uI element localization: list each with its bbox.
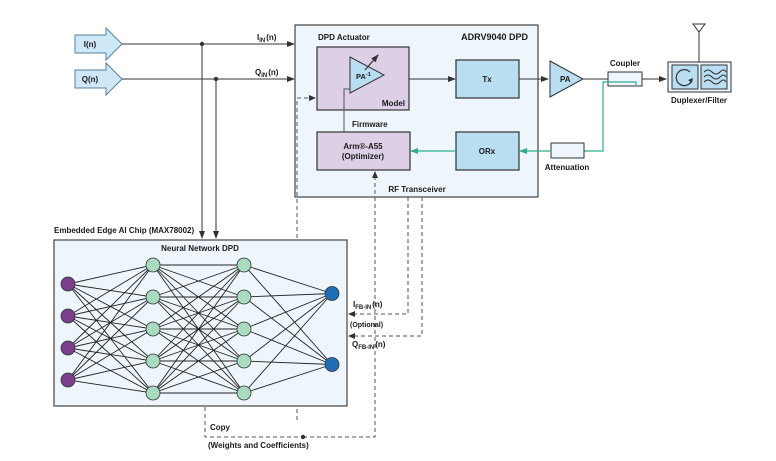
qfb-arrowhead — [348, 333, 355, 339]
nn-edge — [243, 293, 333, 394]
nn-node-hidden2 — [236, 257, 252, 273]
nn-edge — [243, 293, 333, 330]
nn-edge — [243, 264, 333, 294]
copy-junction-dot — [300, 434, 306, 440]
dpd-actuator-label: DPD Actuator — [318, 33, 370, 42]
antenna-icon — [692, 23, 706, 33]
coupler-label: Coupler — [610, 59, 640, 68]
nn-node-hidden2 — [236, 321, 252, 337]
nn-node-hidden1 — [145, 257, 161, 273]
copy-dashed-line — [204, 407, 303, 438]
nn-edge — [67, 264, 154, 317]
qfb-dashed-line — [350, 197, 423, 337]
adrv-title: ADRV9040 DPD — [461, 32, 528, 42]
duplexer-label: Duplexer/Filter — [671, 96, 727, 105]
nn-edge — [67, 264, 154, 285]
pa-inverse-triangle — [349, 56, 386, 94]
tx-label: Tx — [482, 75, 492, 84]
pa-label: PA — [560, 75, 571, 84]
nn-node-hidden2 — [236, 385, 252, 401]
nn-edge — [67, 328, 154, 381]
model-label: Model — [382, 99, 405, 108]
nn-node-hidden1 — [145, 353, 161, 369]
firmware-label: Firmware — [352, 120, 388, 129]
pa-triangle — [549, 60, 585, 98]
filter-wave-icon — [703, 69, 727, 85]
nn-node-input — [60, 276, 76, 292]
optimizer-label: (Optimizer) — [342, 152, 385, 161]
nn-edge — [243, 293, 333, 298]
circulator-icon — [675, 69, 692, 87]
filter-box — [700, 64, 728, 90]
nn-node-input — [60, 308, 76, 324]
arm-optimizer-box — [316, 131, 411, 171]
q-in-label: QIN(n) — [255, 68, 279, 79]
nn-edge — [152, 264, 245, 394]
nn-node-hidden1 — [145, 385, 161, 401]
arm-label: Arm®-A55 — [343, 142, 383, 151]
ifb-arrowhead — [348, 311, 355, 317]
nn-edge — [152, 328, 245, 394]
nn-edge — [243, 360, 333, 365]
circulator-arrow-icon — [688, 78, 693, 83]
nn-node-hidden1 — [145, 321, 161, 337]
i-input-arrow: I(n) — [74, 26, 123, 62]
i-input-label: I(n) — [84, 40, 97, 49]
tx-box — [455, 59, 520, 99]
nn-edge — [243, 364, 333, 394]
nn-node-input — [60, 372, 76, 388]
adjust-arrow-icon — [364, 54, 379, 71]
nn-edges — [67, 264, 333, 394]
nn-node-hidden2 — [236, 353, 252, 369]
nn-node-hidden2 — [236, 289, 252, 305]
copy-sublabel: (Weights and Coefficients) — [208, 441, 309, 450]
nn-nodes — [60, 257, 340, 401]
nn-edge — [152, 296, 245, 394]
nn-edge — [243, 293, 333, 362]
rf-transceiver-label: RF Transceiver — [388, 185, 445, 194]
nn-edge — [152, 360, 245, 394]
copy-label: Copy — [210, 423, 231, 432]
nn-node-output — [324, 357, 340, 372]
pa-inverse-label: PA-1 — [356, 72, 371, 81]
nn-node-hidden1 — [145, 289, 161, 305]
qfb-label: QFB-IN(n) — [352, 340, 386, 351]
ifb-dashed-line — [350, 197, 409, 315]
arm-input-arrowhead — [372, 171, 378, 178]
nn-edge — [67, 296, 154, 381]
chip-title: Embedded Edge AI Chip (MAX78002) — [54, 226, 195, 235]
nn-title: Neural Network DPD — [161, 244, 239, 253]
nn-edge — [243, 264, 333, 365]
nn-edge — [243, 296, 333, 365]
i-in-label: IIN(n) — [257, 33, 277, 44]
nn-chip-box — [53, 239, 348, 407]
nn-edge — [152, 264, 245, 298]
nn-edge — [67, 379, 154, 394]
nn-edge — [152, 264, 245, 330]
nn-edge — [243, 328, 333, 365]
ifb-label: IFB-IN(n) — [353, 300, 383, 311]
nn-edge — [67, 264, 154, 349]
nn-node-input — [60, 340, 76, 356]
firmware-line — [343, 88, 350, 132]
orx-label: ORx — [479, 147, 496, 156]
actuator-input-arrowhead — [309, 95, 316, 101]
coupler-feedback-line — [584, 81, 637, 152]
nn-edge — [67, 360, 154, 381]
attenuation-label: Attenuation — [545, 163, 590, 172]
nn-edge — [67, 264, 154, 381]
orx-box — [455, 131, 520, 171]
attenuation-box — [550, 142, 585, 159]
nn-edge — [152, 264, 245, 362]
coupler-box — [607, 71, 643, 87]
optional-label: (Optional) — [350, 322, 383, 329]
copy-to-arm-dashed-line — [303, 172, 376, 438]
q-input-label: Q(n) — [82, 75, 99, 84]
q-input-arrow: Q(n) — [74, 61, 123, 97]
nn-node-output — [324, 286, 340, 301]
